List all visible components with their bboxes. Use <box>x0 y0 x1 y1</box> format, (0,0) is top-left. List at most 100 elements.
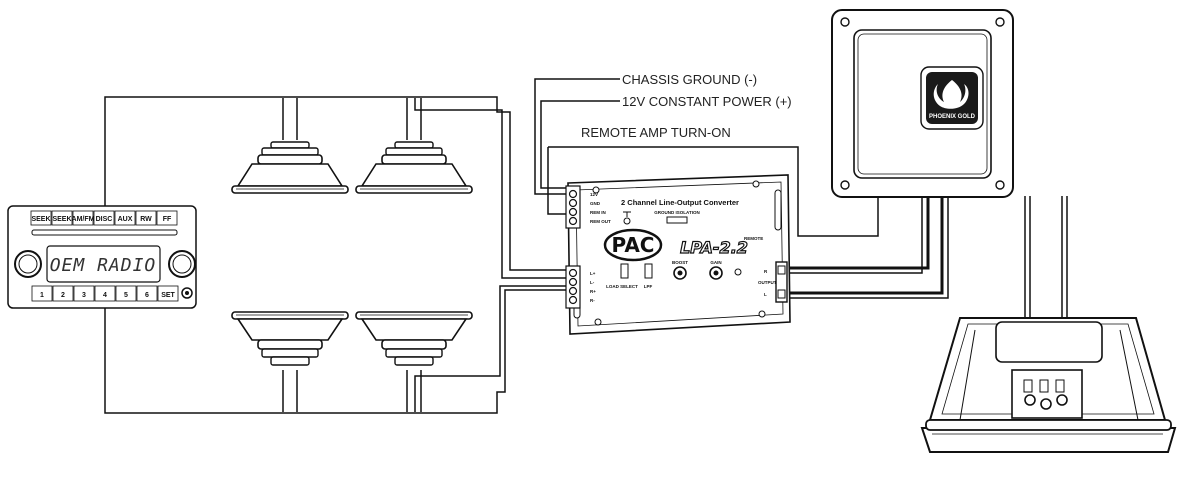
amp-brand: PHOENIX GOLD <box>929 114 976 120</box>
input-label: R+ <box>590 289 596 294</box>
terminal-label: 12V <box>590 192 598 197</box>
terminal-label: GND <box>590 201 601 206</box>
set-button[interactable] <box>157 285 179 302</box>
sub-wire <box>1024 196 1068 385</box>
preset-label: 3 <box>82 292 86 299</box>
preset-button[interactable] <box>31 285 53 302</box>
lpf-switch[interactable] <box>644 263 653 279</box>
rca-jack[interactable] <box>777 289 786 299</box>
amp-screw <box>840 180 850 190</box>
speaker-post-br <box>406 370 422 412</box>
preset-button[interactable] <box>73 285 95 302</box>
radio-button[interactable] <box>156 210 178 226</box>
mount-hole <box>594 318 602 326</box>
oem-radio: SEEK SEEK AM/FM DISC AUX RW FF OEM RADIO… <box>7 205 197 309</box>
preset-button[interactable] <box>136 285 158 302</box>
sub-terminal-plate <box>1011 369 1083 419</box>
radio-button[interactable] <box>93 210 115 226</box>
boost-knob-inner <box>677 270 683 276</box>
remote-in-wire <box>547 147 568 215</box>
load-select-switch[interactable] <box>620 263 629 279</box>
led-mark <box>623 211 631 217</box>
remote-label: REMOTE <box>744 236 763 241</box>
line-output-converter: 2 Channel Line-Output Converter 12V GND … <box>565 174 791 335</box>
radio-button[interactable] <box>51 210 73 226</box>
speaker-loop-wire <box>104 96 568 271</box>
terminal-screw[interactable] <box>568 189 578 199</box>
output-wire-r2 <box>785 194 923 274</box>
sub-terminal[interactable] <box>1040 398 1052 410</box>
mount-hole <box>758 310 766 318</box>
preset-label: 1 <box>40 292 44 299</box>
load-select-label: LOAD SELECT <box>606 284 638 289</box>
amp-screw <box>840 17 850 27</box>
mount-hole <box>752 180 760 188</box>
radio-top-buttons: SEEK SEEK AM/FM DISC AUX RW FF <box>30 210 178 226</box>
amp-screw <box>995 180 1005 190</box>
sub-terminal-post <box>1023 379 1033 393</box>
input-label: R- <box>590 298 595 303</box>
output-r-label: R <box>764 269 768 274</box>
constant-power-label: 12V CONSTANT POWER (+) <box>622 94 792 109</box>
input-label: L- <box>590 280 595 285</box>
radio-button[interactable] <box>135 210 157 226</box>
sub-terminal-post <box>1039 379 1049 393</box>
boost-label: BOOST <box>672 260 688 265</box>
output-wire-l2 <box>785 194 949 299</box>
cd-slot <box>31 229 178 236</box>
output-label: OUTPUT <box>758 280 777 285</box>
set-label: SET <box>161 292 175 299</box>
preset-label: 4 <box>103 292 107 299</box>
radio-button[interactable] <box>30 210 52 226</box>
radio-button[interactable] <box>72 210 94 226</box>
speaker-return-wire <box>414 98 568 279</box>
sub-mount-ring <box>920 427 1177 453</box>
speaker-return-wire-2 <box>414 285 568 412</box>
preset-button[interactable] <box>115 285 137 302</box>
mount-hole <box>592 186 600 194</box>
sub-basket-rib <box>959 329 1139 421</box>
radio-button-label: RW <box>140 216 152 223</box>
remote-turn-on-label: REMOTE AMP TURN-ON <box>581 125 731 140</box>
terminal-screw[interactable] <box>568 286 578 296</box>
sub-terminal[interactable] <box>1024 394 1036 406</box>
preset-button[interactable] <box>94 285 116 302</box>
speaker-rear-left <box>231 311 349 366</box>
sub-magnet <box>995 321 1103 363</box>
terminal-screw[interactable] <box>568 295 578 305</box>
ground-wire <box>534 78 620 195</box>
preset-label: 6 <box>145 292 149 299</box>
rca-jack[interactable] <box>777 265 786 275</box>
radio-button[interactable] <box>114 210 136 226</box>
speaker-loop-wire-bottom <box>104 289 568 414</box>
speaker-front-right <box>355 141 473 194</box>
input-label: L+ <box>590 271 596 276</box>
ground-isolation-label: GROUND ISOLATION <box>654 210 699 215</box>
speaker-post-tl <box>282 98 298 140</box>
lpf-label: LPF <box>644 284 653 289</box>
radio-display-text: OEM RADIO <box>50 255 157 276</box>
sub-terminal[interactable] <box>1056 394 1068 406</box>
terminal-screw[interactable] <box>568 216 578 226</box>
sub-terminal-post <box>1055 379 1065 393</box>
terminal-screw[interactable] <box>568 268 578 278</box>
rca-output-block <box>775 261 788 303</box>
gain-label: GAIN <box>710 260 721 265</box>
volume-knob-inner <box>18 254 38 274</box>
pac-logo-oval <box>603 228 663 262</box>
preset-label: 5 <box>124 292 128 299</box>
terminal-screw[interactable] <box>568 198 578 208</box>
radio-button-label: SEEK <box>52 216 71 223</box>
mount-slot <box>774 189 782 231</box>
aux-jack-inner <box>185 291 189 295</box>
terminal-screw[interactable] <box>568 277 578 287</box>
terminal-screw[interactable] <box>568 207 578 217</box>
preset-button[interactable] <box>52 285 74 302</box>
model-logo: LPA-2.2 <box>680 238 748 257</box>
speaker-front-left <box>231 141 349 194</box>
radio-button-label: SEEK <box>31 216 50 223</box>
radio-button-label: AM/FM <box>72 216 95 223</box>
converter-title: 2 Channel Line-Output Converter <box>621 198 739 207</box>
status-led <box>623 217 631 225</box>
ground-isolation-jumper[interactable] <box>666 216 688 224</box>
